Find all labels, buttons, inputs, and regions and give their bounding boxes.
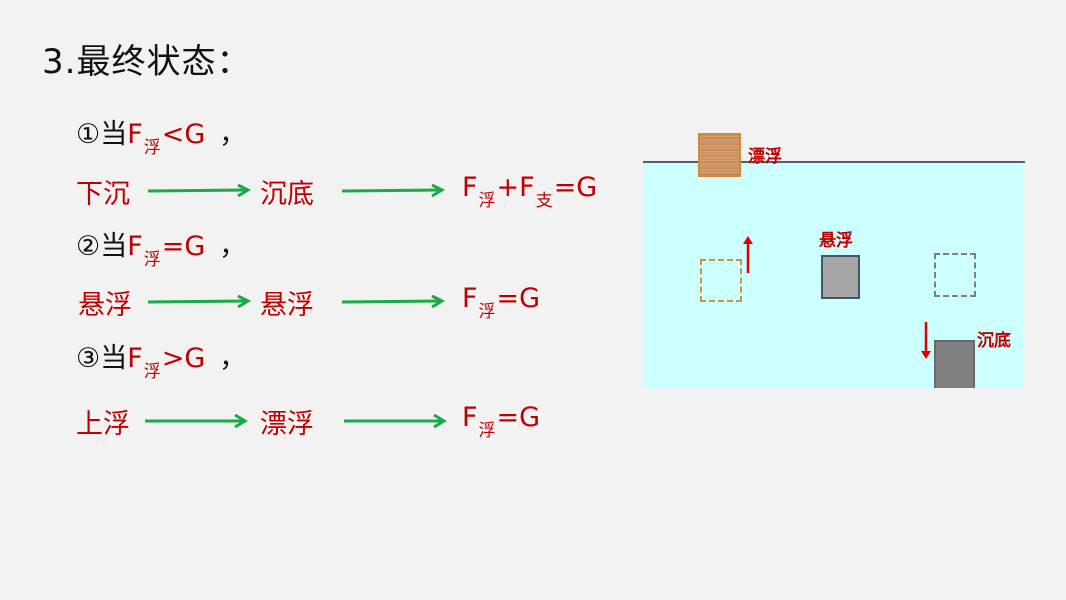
sinking-block-outline [934,253,976,297]
force-subscript: 浮 [478,191,496,211]
condition-comma: ， [219,343,247,374]
force-symbol: F [462,402,478,433]
flow-result: F浮=G [462,283,541,322]
slide-title: 3.最终状态： [42,42,252,82]
equals-g: =G [496,283,541,314]
flow-middle: 沉底 [260,179,314,210]
label-suspended: 悬浮 [819,231,853,251]
force-symbol: F [462,283,478,314]
force-subscript: 浮 [143,138,161,158]
condition-when: 当 [100,231,128,262]
flow-start: 悬浮 [78,290,132,321]
force-symbol: F [127,343,143,374]
force-subscript: 浮 [143,362,161,382]
force-plus: +F [496,172,535,203]
condition-3: ③当F浮>G ， [76,336,247,382]
flow-arrow-icon [342,184,446,198]
label-sinking: 沉底 [977,331,1011,351]
down-arrow-icon [921,322,931,359]
flow-arrow-icon [344,414,447,428]
flow-row-2: 悬浮 悬浮 F浮=G [0,283,640,323]
flow-middle: 悬浮 [260,290,314,321]
force-subscript: 浮 [478,302,496,322]
flow-start: 上浮 [76,409,130,440]
force-subscript: 浮 [143,250,161,270]
force-subscript: 浮 [478,421,496,441]
equals-g: =G [553,172,598,203]
condition-2: ②当F浮=G ， [76,224,247,270]
flow-row-3: 上浮 漂浮 F浮=G [0,402,640,442]
force-symbol: F [127,119,143,150]
condition-comma: ， [219,231,247,262]
flow-arrow-icon [148,295,252,309]
rising-block-outline [700,259,742,302]
suspended-block [821,255,860,299]
condition-relation: =G [161,231,206,262]
equals-g: =G [496,402,541,433]
force-symbol: F [462,172,478,203]
up-arrow-icon [743,236,753,273]
condition-number: ③ [76,343,101,374]
flow-arrow-icon [148,184,252,198]
label-floating: 漂浮 [748,147,782,167]
water-surface-line [643,161,1025,163]
condition-when: 当 [100,343,128,374]
condition-relation: >G [161,343,206,374]
condition-number: ② [76,231,101,262]
flow-arrow-icon [342,295,446,309]
sunk-block [934,340,975,388]
flow-row-1: 下沉 沉底 F浮+F支=G [0,172,640,212]
flow-start: 下沉 [76,179,130,210]
flow-middle: 漂浮 [260,409,314,440]
force-symbol: F [127,231,143,262]
force-subscript: 支 [535,191,553,211]
condition-number: ① [76,119,101,150]
condition-1: ①当F浮<G ， [76,112,247,158]
flow-result: F浮=G [462,402,541,441]
condition-relation: <G [161,119,206,150]
floating-wood-block [698,133,741,177]
condition-when: 当 [100,119,128,150]
flow-arrow-icon [145,414,248,428]
condition-comma: ， [219,119,247,150]
flow-result: F浮+F支=G [462,172,598,211]
